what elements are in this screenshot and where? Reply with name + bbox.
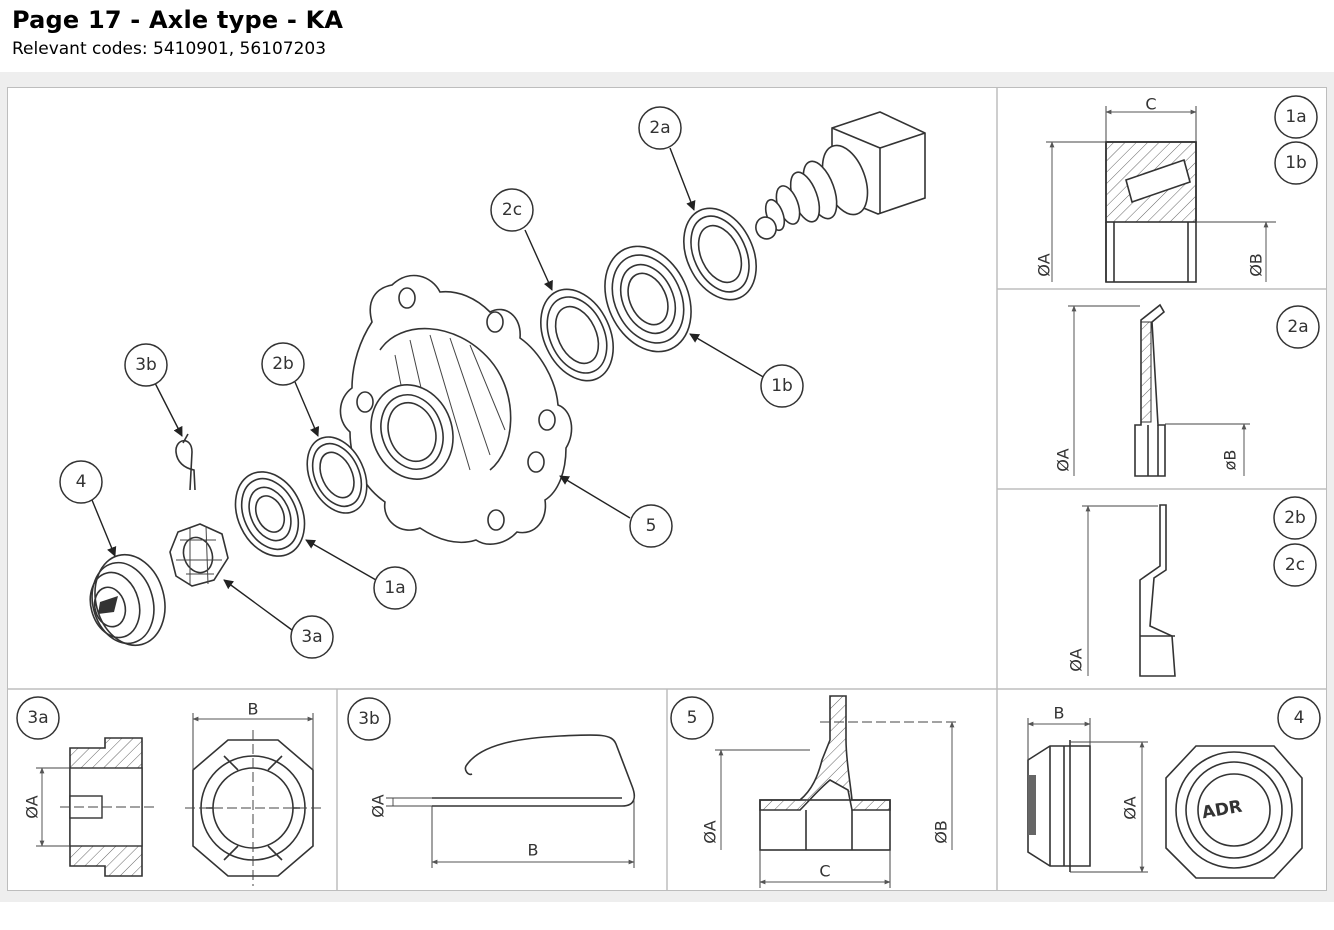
bearing-1a xyxy=(234,471,306,557)
seal-2b xyxy=(306,436,368,514)
dim-A-2b: ØA xyxy=(1067,648,1086,672)
callout-3a: 3a xyxy=(290,615,334,659)
svg-text:2b: 2b xyxy=(272,354,294,374)
svg-text:2c: 2c xyxy=(502,200,522,220)
callout-4-detail: 4 xyxy=(1277,696,1321,740)
callout-5-detail: 5 xyxy=(670,696,714,740)
svg-text:5: 5 xyxy=(646,516,657,536)
relevant-codes: Relevant codes: 5410901, 56107203 xyxy=(12,39,327,59)
svg-text:1b: 1b xyxy=(771,376,793,396)
callout-3a-detail: 3a xyxy=(16,696,60,740)
callout-1a: 1a xyxy=(373,566,417,610)
callout-2c: 2c xyxy=(490,188,534,232)
svg-text:3b: 3b xyxy=(358,709,380,729)
svg-text:4: 4 xyxy=(1294,708,1305,728)
dim-B-3a: B xyxy=(248,700,259,719)
dim-C-1: C xyxy=(1145,95,1156,114)
page-title: Page 17 - Axle type - KA xyxy=(12,6,344,34)
detail-hub-cap: B ØA ADR 4 xyxy=(1027,696,1321,879)
dim-A-2a: ØA xyxy=(1054,448,1073,472)
dim-B-4: B xyxy=(1054,704,1065,723)
svg-text:1a: 1a xyxy=(384,578,405,598)
svg-text:3a: 3a xyxy=(301,627,322,647)
svg-text:3a: 3a xyxy=(27,708,48,728)
dim-A-1: ØA xyxy=(1035,253,1054,277)
seal-2a xyxy=(683,207,757,301)
split-pin-3b xyxy=(175,433,196,491)
callout-2a: 2a xyxy=(638,106,682,150)
detail-hub: ØA ØB C 5 xyxy=(670,695,960,888)
callout-5: 5 xyxy=(629,504,673,548)
callout-2c-detail: 2c xyxy=(1273,543,1317,587)
svg-text:1a: 1a xyxy=(1285,107,1306,127)
svg-text:2a: 2a xyxy=(649,118,670,138)
dim-C-5: C xyxy=(819,862,830,881)
bearing-1b xyxy=(604,245,692,353)
seal-2c xyxy=(540,288,614,382)
castle-nut-3a xyxy=(169,523,229,587)
hub-5 xyxy=(339,274,573,545)
svg-text:2b: 2b xyxy=(1284,508,1306,528)
panel-grid xyxy=(8,88,1326,890)
dim-B-1: ØB xyxy=(1247,253,1266,277)
callout-2b: 2b xyxy=(261,342,305,386)
dim-A-4: ØA xyxy=(1121,796,1140,820)
detail-split-pin: ØA B 3b xyxy=(347,697,636,868)
dim-B-2a: øB xyxy=(1221,450,1240,471)
svg-text:2c: 2c xyxy=(1285,555,1305,575)
svg-text:4: 4 xyxy=(76,472,87,492)
callout-2a-detail: 2a xyxy=(1276,305,1320,349)
svg-text:3b: 3b xyxy=(135,355,157,375)
svg-text:2a: 2a xyxy=(1287,317,1308,337)
dim-B-3b: B xyxy=(528,841,539,860)
dim-A-3a: ØA xyxy=(23,795,42,819)
detail-seal-2b2c: ØA 2b 2c xyxy=(1067,496,1317,677)
dim-B-5: ØB xyxy=(932,820,951,844)
callout-3b: 3b xyxy=(124,343,168,387)
dim-A-3b: ØA xyxy=(369,794,388,818)
detail-seal-2a: ØA øB 2a xyxy=(1054,303,1320,477)
detail-bearing: C ØA ØB 1a 1b xyxy=(1035,95,1318,283)
svg-text:5: 5 xyxy=(687,708,698,728)
callout-3b-detail: 3b xyxy=(347,697,391,741)
callout-1b: 1b xyxy=(760,364,804,408)
axle-stub xyxy=(755,111,926,240)
callout-4: 4 xyxy=(59,460,103,504)
hub-cap-4 xyxy=(89,553,166,647)
callout-1a-detail: 1a xyxy=(1274,95,1318,139)
dim-A-5: ØA xyxy=(701,820,720,844)
leader-arrows xyxy=(91,147,766,631)
callout-1b-detail: 1b xyxy=(1274,141,1318,185)
detail-castle-nut: ØA B 3a xyxy=(16,696,322,886)
svg-text:1b: 1b xyxy=(1285,153,1307,173)
exploded-view: 2a 2c 1b 5 2b 3b 1a 3a 4 xyxy=(59,106,926,659)
callout-2b-detail: 2b xyxy=(1273,496,1317,540)
